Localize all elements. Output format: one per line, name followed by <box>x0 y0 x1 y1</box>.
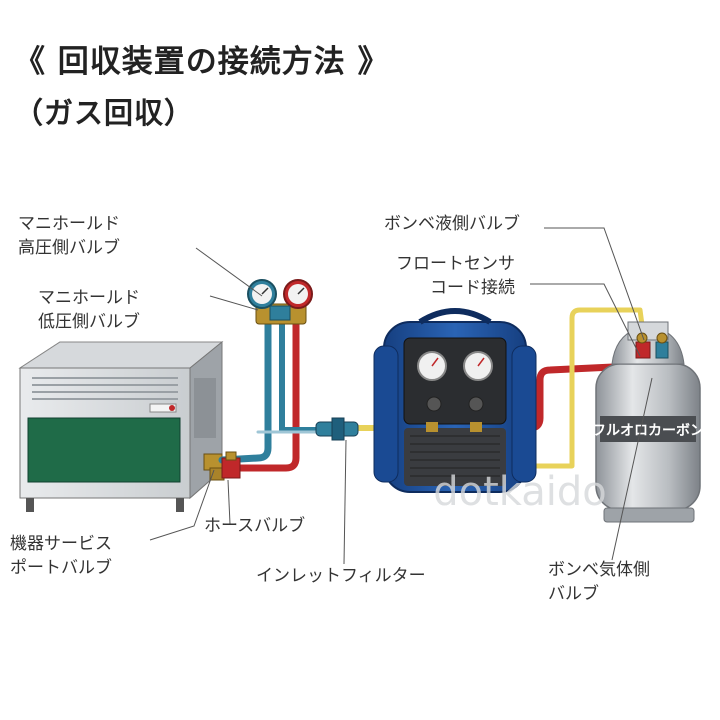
label-float-sensor: フロートセンサ コード接続 <box>396 252 515 300</box>
leader-lines <box>149 227 653 565</box>
label-float-sensor-line2: コード接続 <box>430 278 515 298</box>
watermark: dotkaido <box>433 469 607 515</box>
label-manifold-low-line1: マニホールド <box>38 288 140 308</box>
label-manifold-high-line2: 高圧側バルブ <box>18 238 120 258</box>
label-cylinder-liquid-valve: ボンベ液側バルブ <box>384 214 520 234</box>
label-equip-port-line1: 機器サービス <box>10 534 112 554</box>
label-cylinder-gas-valve: ボンベ気体側 バルブ <box>548 558 650 606</box>
label-manifold-high-valve: マニホールド 高圧側バルブ <box>18 212 120 260</box>
label-hose-valve: ホースバルブ <box>204 516 306 536</box>
hoses <box>218 307 647 472</box>
yellow-sensor-cord <box>497 307 647 469</box>
manifold-gauge <box>247 279 313 325</box>
page-title: 《 回収装置の接続方法 》 <box>14 44 390 80</box>
label-manifold-high-line1: マニホールド <box>18 214 120 234</box>
equipment-unit <box>18 340 225 512</box>
label-equipment-service-port-valve: 機器サービス ポートバルブ <box>10 532 112 580</box>
label-float-sensor-line1: フロートセンサ <box>396 254 515 274</box>
hose-valve <box>221 451 241 479</box>
label-manifold-low-line2: 低圧側バルブ <box>38 312 140 332</box>
label-manifold-low-valve: マニホールド 低圧側バルブ <box>38 286 140 334</box>
label-inlet-filter: インレットフィルター <box>256 566 426 586</box>
inlet-filter <box>315 417 359 441</box>
label-equip-port-line2: ポートバルブ <box>10 558 112 578</box>
cylinder-label: フルオロカーボン <box>592 423 704 439</box>
red-hose <box>228 318 300 472</box>
page-subtitle: （ガス回収） <box>14 96 195 130</box>
recovery-unit <box>373 308 537 493</box>
label-cyl-gas-line1: ボンベ気体側 <box>548 560 650 580</box>
label-cyl-gas-line2: バルブ <box>548 584 599 604</box>
center-hose <box>279 319 321 433</box>
blue-hose <box>218 318 272 464</box>
refrigerant-cylinder <box>595 321 701 523</box>
